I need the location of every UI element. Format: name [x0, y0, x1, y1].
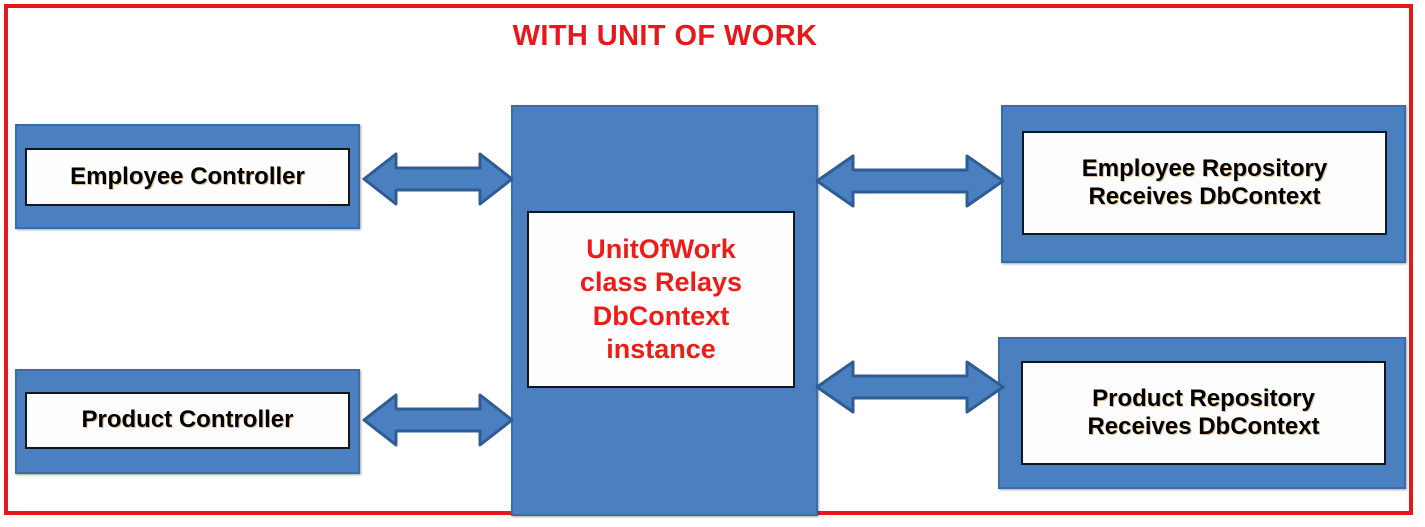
- node-product-controller-label: Product Controller: [81, 406, 294, 434]
- arrow-unit-of-work-to-product-repository: [815, 360, 1005, 414]
- node-employee-controller-label: Employee Controller: [70, 162, 305, 190]
- arrow-employee-controller-to-unit-of-work: [362, 152, 514, 206]
- node-unit-of-work-label-box: UnitOfWork class Relays DbContext instan…: [527, 211, 795, 388]
- diagram-title: WITH UNIT OF WORK: [512, 20, 818, 52]
- node-product-repository-label: Product Repository Receives DbContext: [1087, 384, 1320, 440]
- arrow-product-controller-to-unit-of-work: [362, 393, 514, 447]
- node-product-repository-label-box: Product Repository Receives DbContext: [1021, 361, 1386, 465]
- arrow-unit-of-work-to-employee-repository: [815, 154, 1005, 208]
- node-product-controller-label-box: Product Controller: [25, 392, 350, 449]
- node-unit-of-work-label: UnitOfWork class Relays DbContext instan…: [579, 233, 743, 364]
- node-employee-repository-label-box: Employee Repository Receives DbContext: [1022, 131, 1387, 235]
- node-employee-controller-label-box: Employee Controller: [25, 148, 350, 206]
- node-employee-repository-label: Employee Repository Receives DbContext: [1081, 154, 1328, 210]
